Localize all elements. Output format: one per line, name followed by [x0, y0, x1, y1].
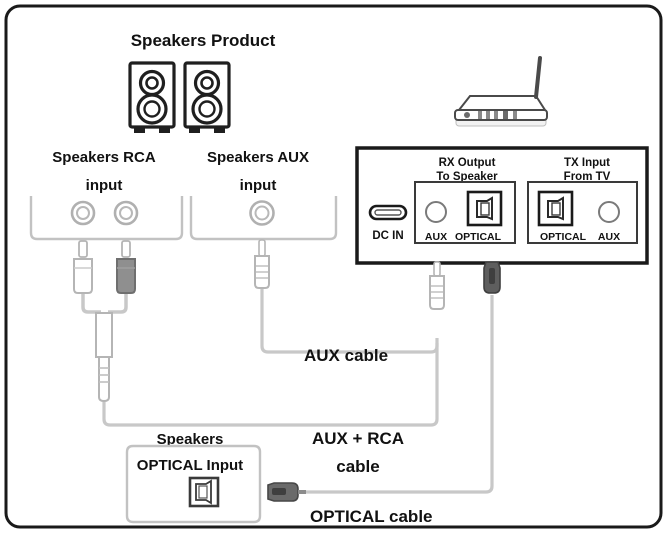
aux-rca-cable-label-line1: AUX + RCA — [312, 429, 404, 448]
tx-group-label-line2: From TV — [564, 171, 611, 183]
aux-cable-wire — [260, 285, 439, 354]
speakers-aux-input-label-line1: Speakers AUX — [207, 149, 309, 166]
optical-plug-device-side — [483, 261, 501, 294]
device-panel: RX Output To Speaker TX Input From TV DC… — [355, 146, 649, 265]
tx-group-bracket — [527, 181, 638, 244]
speakers-rca-input-label-line1: Speakers RCA — [52, 149, 156, 166]
aux-plug-device-side — [429, 261, 445, 310]
rca-wire-left — [81, 292, 101, 314]
rx-aux-jack — [425, 201, 447, 223]
rx-group-label-line1: RX Output — [439, 157, 496, 169]
speaker-right — [183, 61, 231, 133]
tv-device — [454, 56, 548, 127]
tx-optical-port — [537, 190, 574, 227]
rx-optical-port — [466, 190, 503, 227]
tx-group-label-line1: TX Input — [564, 157, 610, 169]
speakers-optical-input-panel — [125, 444, 262, 524]
rca-wire-right — [108, 292, 128, 314]
rx-optical-label: OPTICAL — [455, 231, 502, 243]
speakers-rca-input-label-line2: input — [86, 177, 123, 194]
dc-in-port — [368, 204, 408, 221]
tx-optical-label: OPTICAL — [540, 231, 587, 243]
optical-cable-wire — [305, 295, 494, 494]
speakers-aux-input-panel — [189, 196, 338, 241]
speakers-optical-input-label-line1: Speakers — [157, 431, 224, 448]
optical-cable-label: OPTICAL cable — [310, 507, 433, 526]
aux-rca-combined-plug — [95, 312, 113, 403]
tx-aux-jack — [598, 201, 620, 223]
tx-aux-label: AUX — [598, 231, 620, 243]
rca-plug-white — [73, 240, 93, 294]
speakers-aux-input-label-line2: input — [240, 177, 277, 194]
optical-plug-speaker-side — [267, 482, 306, 502]
rx-group-label-line2: To Speaker — [436, 171, 498, 183]
aux-cable-label: AUX cable — [304, 346, 388, 365]
rx-group-bracket — [414, 181, 516, 244]
speaker-left — [128, 61, 176, 133]
outer-frame — [4, 4, 663, 529]
rca-plug-red — [116, 240, 136, 294]
dc-in-label: DC IN — [372, 230, 403, 242]
aux-rca-cable-wire — [102, 343, 439, 427]
rx-aux-label: AUX — [425, 231, 447, 243]
aux-rca-cable-label-line2: cable — [336, 457, 379, 476]
aux-plug-speaker-side — [254, 239, 270, 289]
speakers-optical-input-label-line2: OPTICAL Input — [137, 457, 243, 474]
speakers-rca-input-panel — [29, 196, 184, 241]
page-title: Speakers Product — [131, 31, 276, 50]
